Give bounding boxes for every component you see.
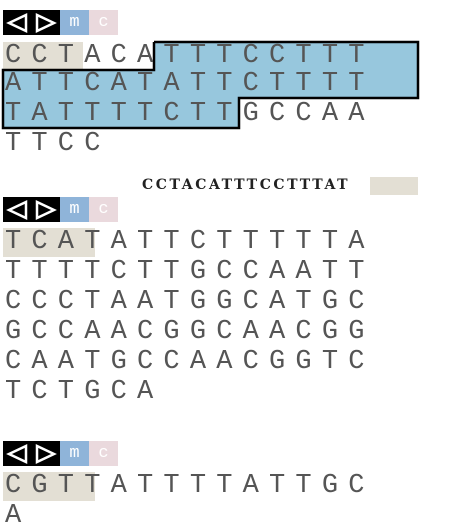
primer-highlight [3,42,83,70]
sequence-text: A [5,501,32,531]
sequence-text: GCCAACGGCAACGG [5,317,375,347]
sequence-text: ATTCATATTCTTTT [5,69,375,99]
triangle-left-icon[interactable] [6,199,28,220]
sequence-line: TATTTTCTTGCCAA [5,98,375,130]
match-highlight [3,98,239,128]
sequence-text: CAATGCCAACGGTC [5,347,375,377]
sequence-toolbar: m c [3,441,118,466]
sequence-line: CCTACATTTCCTTT [5,40,375,72]
caption-text: CCTACATTTCCTTTAT [142,177,351,193]
triangle-right-icon[interactable] [35,12,57,33]
sequence-line: A [5,500,31,532]
m-button[interactable]: m [60,10,89,35]
sequence-line: GCCAACGGCAACGG [5,316,375,348]
m-button[interactable]: m [60,197,89,222]
sequence-line: TTCC [5,128,111,160]
sequence-line: CCCTAATGGCATGC [5,286,375,318]
primer-highlight [3,472,95,501]
sequence-toolbar: m c [3,197,118,222]
sequence-line: TCATATTCTTTTTA [5,226,375,258]
triangle-right-icon[interactable] [35,443,57,464]
triangle-left-icon[interactable] [6,443,28,464]
sequence-line: ATTCATATTCTTTT [5,68,375,100]
primer-highlight [3,228,95,257]
sequence-line: CAATGCCAACGGTC [5,346,375,378]
triangle-right-icon[interactable] [35,199,57,220]
sequence-line: TTTTCTTGCCAATT [5,256,375,288]
sequence-text: TTTTCTTGCCAATT [5,257,375,287]
nav-buttons [3,441,60,466]
sequence-toolbar: m c [3,10,118,35]
sequence-text: CGTTATTTTATTGC [5,471,375,501]
sequence-line: TCTGCA [5,376,163,408]
c-button[interactable]: c [89,441,118,466]
sequence-text: CCTACATTTCCTTT [5,41,375,71]
sequence-text: TATTTTCTTGCCAA [5,99,375,129]
nav-buttons [3,10,60,35]
sequence-line: CGTTATTTTATTGC [5,470,375,502]
match-highlight [154,42,418,70]
triangle-left-icon[interactable] [6,12,28,33]
sequence-text: TTCC [5,129,111,159]
nav-buttons [3,197,60,222]
m-button[interactable]: m [60,441,89,466]
match-highlight [3,70,418,98]
sequence-text: TCATATTCTTTTTA [5,227,375,257]
c-button[interactable]: c [89,197,118,222]
sequence-caption: CCTACATTTCCTTTAT [142,177,350,193]
c-button[interactable]: c [89,10,118,35]
sequence-text: TCTGCA [5,377,164,407]
sequence-text: CCCTAATGGCATGC [5,287,375,317]
caption-highlight [370,177,418,195]
match-outline [1,40,420,130]
